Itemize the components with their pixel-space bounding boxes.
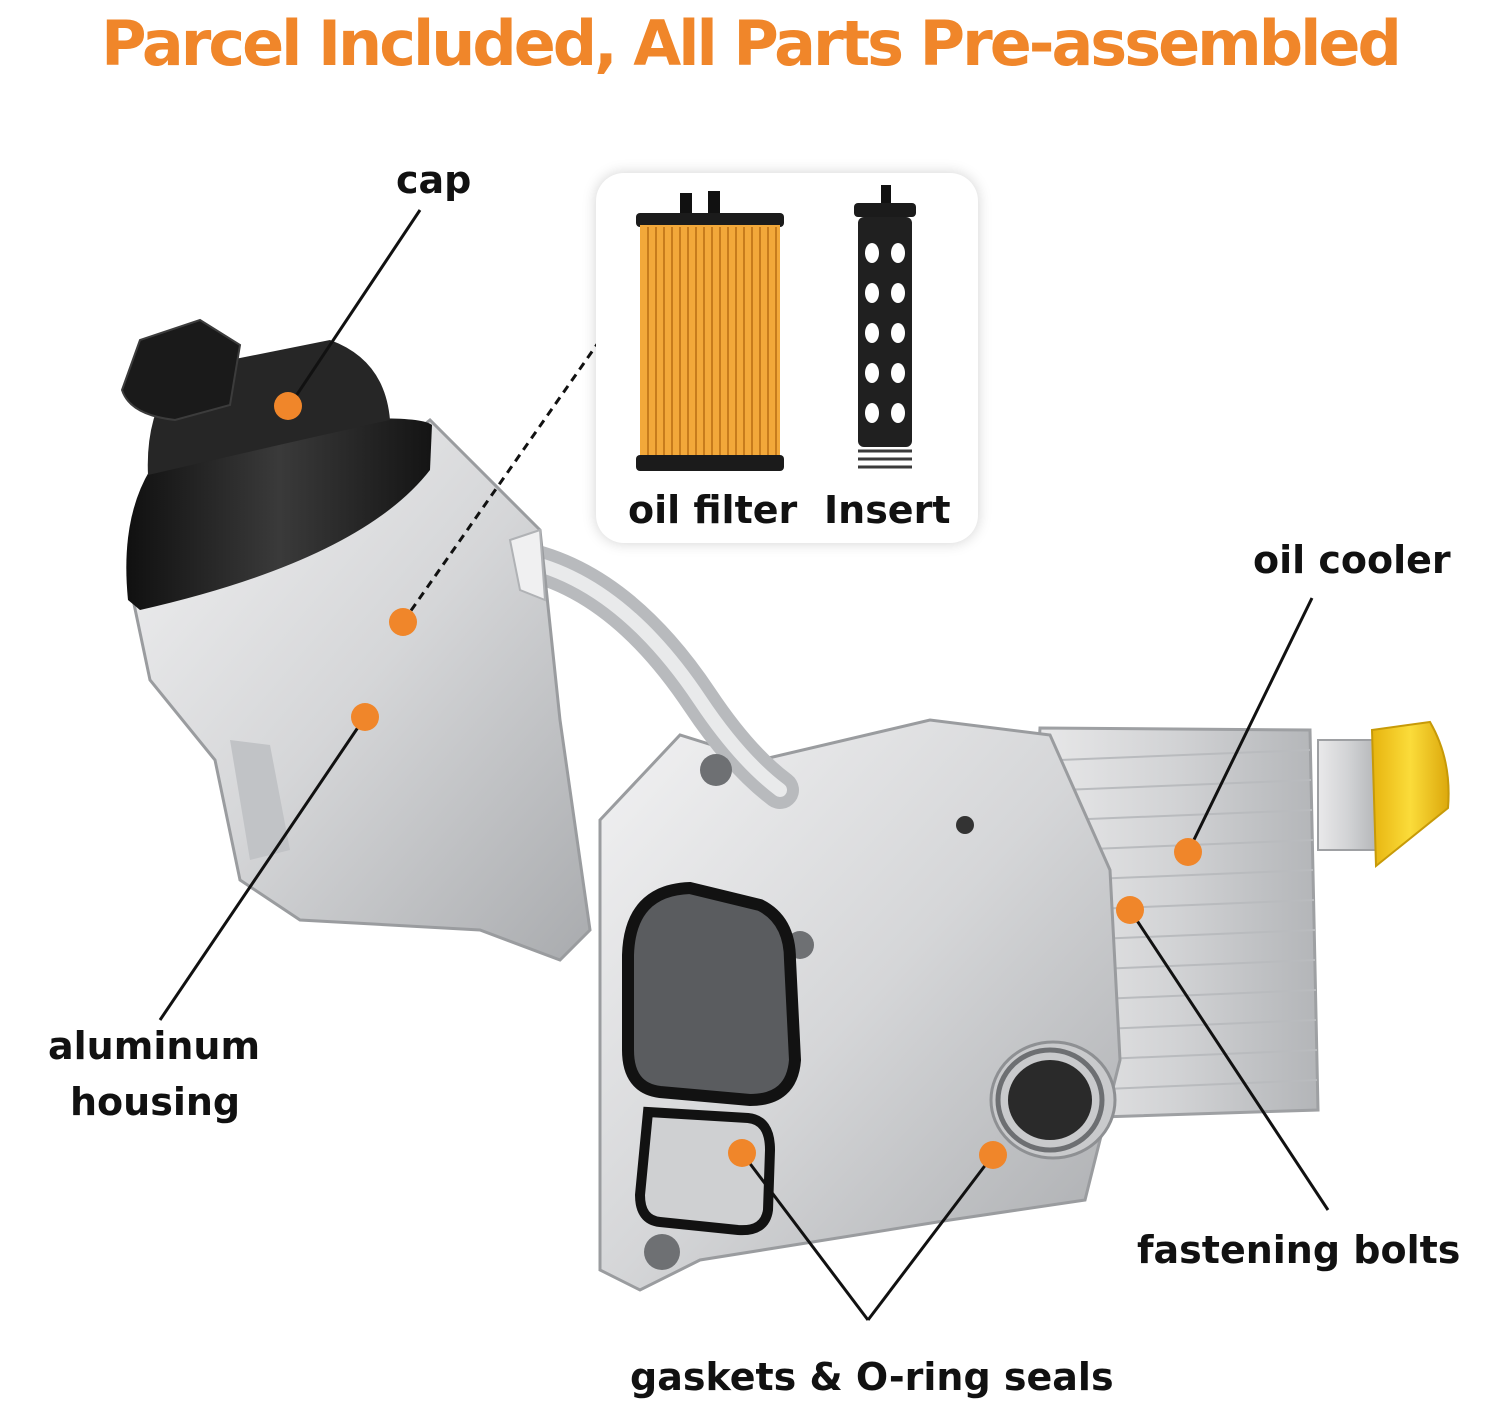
oil-filter-label: oil filter — [628, 488, 798, 532]
inset-panel: oil filter Insert — [596, 173, 978, 543]
insert-label: Insert — [824, 488, 951, 532]
insert-image — [854, 185, 916, 469]
leader-lines — [158, 209, 1330, 1321]
marker-bolts — [1116, 896, 1144, 924]
oil-cooler-label: oil cooler — [1253, 538, 1451, 582]
marker-cap — [274, 392, 302, 420]
headline: Parcel Included, All Parts Pre-assembled — [101, 7, 1402, 80]
oil-filter-image — [636, 191, 784, 471]
inset-illustration — [636, 185, 916, 471]
marker-gasket — [728, 1139, 756, 1167]
cap — [120, 318, 432, 610]
marker-oring — [979, 1141, 1007, 1169]
marker-oil-cooler — [1174, 838, 1202, 866]
cap-label: cap — [396, 158, 472, 202]
marker-housing — [351, 703, 379, 731]
gaskets-seals-label: gaskets & O-ring seals — [630, 1355, 1114, 1399]
aluminum-housing-label-line2: housing — [70, 1080, 241, 1124]
marker-insert — [389, 608, 417, 636]
fastening-bolts-label: fastening bolts — [1137, 1228, 1461, 1272]
manifold-body — [501, 541, 1122, 1292]
markers — [274, 392, 1202, 1169]
aluminum-housing-label-line1: aluminum — [48, 1024, 261, 1068]
